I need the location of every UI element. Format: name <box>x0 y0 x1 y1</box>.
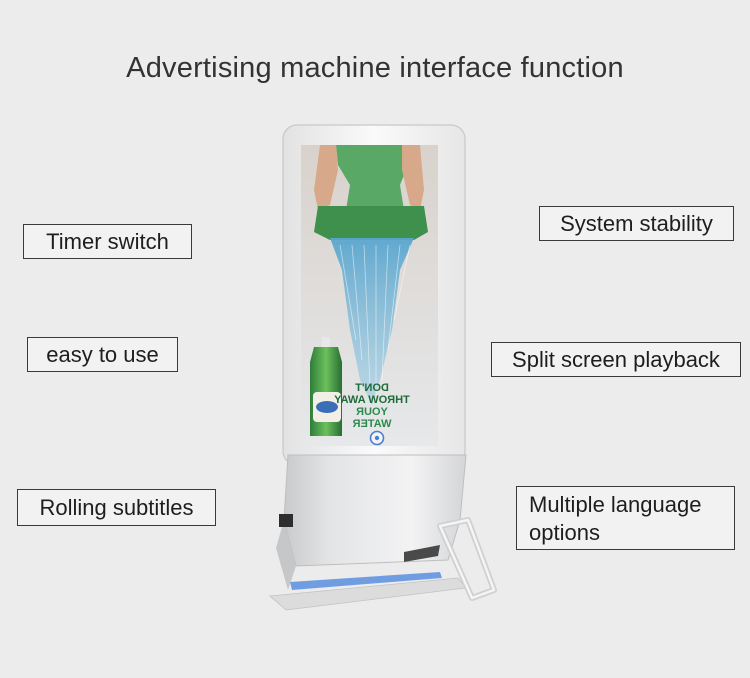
feature-label-split-screen-playback: Split screen playback <box>491 342 741 377</box>
page-title: Advertising machine interface function <box>126 52 624 84</box>
slogan-line-2: THROW AWAY <box>334 394 410 406</box>
slogan-line-1: DON'T <box>355 382 389 394</box>
feature-label-multiple-language-options: Multiple language options <box>516 486 735 550</box>
machine-base <box>269 454 467 611</box>
product-bottle <box>310 337 342 436</box>
feature-label-timer-switch: Timer switch <box>23 224 192 259</box>
slogan-line-4: WATER <box>352 418 391 430</box>
poster-slogan: DON'T THROW AWAY YOUR WATER <box>334 382 410 430</box>
kickstand <box>437 517 497 601</box>
feature-label-system-stability: System stability <box>539 206 734 241</box>
camera-icon <box>369 430 385 446</box>
advert-screen: DON'T THROW AWAY YOUR WATER <box>301 145 438 446</box>
feature-label-easy-to-use: easy to use <box>27 337 178 372</box>
feature-label-rolling-subtitles: Rolling subtitles <box>17 489 216 526</box>
slogan-line-3: YOUR <box>356 406 388 418</box>
